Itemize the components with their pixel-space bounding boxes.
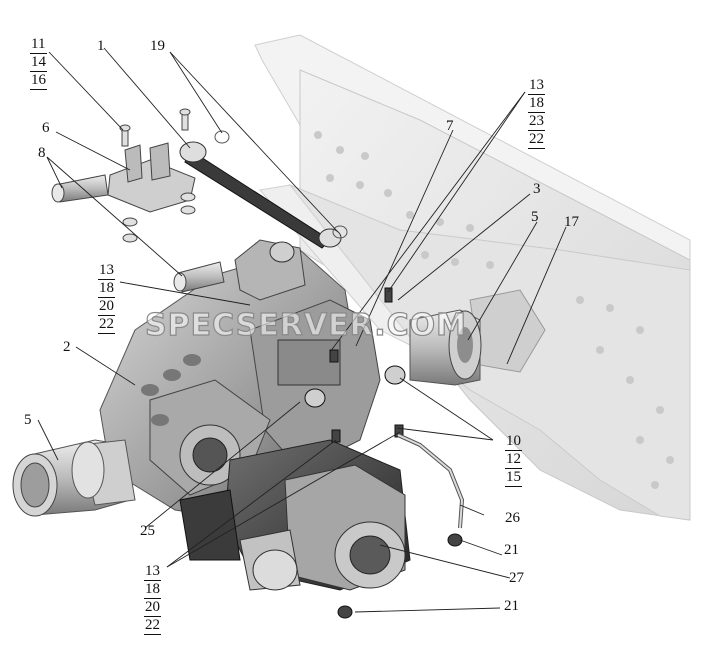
- stack-item: 22: [144, 617, 161, 635]
- stack-item: 22: [528, 131, 545, 149]
- stack-item: 18: [98, 280, 115, 298]
- hydraulic-pipe: [397, 433, 465, 529]
- stack-item: 12: [505, 451, 522, 469]
- label-6: 6: [42, 120, 50, 136]
- stack-item: 13: [144, 563, 161, 581]
- stack-item: 15: [505, 469, 522, 487]
- label-17: 17: [564, 214, 579, 230]
- label-8: 8: [38, 145, 46, 161]
- label-2: 2: [63, 339, 71, 355]
- label-stack-10-12-15: 10 12 15: [505, 433, 522, 487]
- torque-rod: [179, 130, 348, 249]
- label-21-upper: 21: [504, 542, 519, 558]
- stack-item: 11: [30, 36, 47, 54]
- stack-item: 22: [98, 316, 115, 334]
- stack-item: 18: [144, 581, 161, 599]
- stack-item: 20: [98, 298, 115, 316]
- stack-item: 13: [528, 77, 545, 95]
- leader-lines: [37, 47, 567, 613]
- frame-holes: [314, 131, 674, 489]
- label-21-lower: 21: [504, 598, 519, 614]
- stack-item: 23: [528, 113, 545, 131]
- label-stack-13-18-20-22-top: 13 18 20 22: [98, 262, 115, 334]
- label-25: 25: [140, 523, 155, 539]
- label-27: 27: [509, 570, 524, 586]
- watermark: SPECSERVER.COM: [144, 307, 467, 343]
- pump-motor: [179, 439, 411, 591]
- label-stack-11-14-16: 11 14 16: [30, 36, 47, 90]
- label-3: 3: [533, 181, 541, 197]
- label-5-right: 5: [531, 209, 539, 225]
- fittings: [304, 287, 463, 619]
- label-1: 1: [97, 38, 105, 54]
- stack-item: 14: [30, 54, 47, 72]
- stack-item: 13: [98, 262, 115, 280]
- stack-item: 16: [30, 72, 47, 90]
- output-flange-left: [12, 439, 136, 517]
- label-stack-13-18-23-22: 13 18 23 22: [528, 77, 545, 149]
- stack-item: 10: [505, 433, 522, 451]
- label-5-left: 5: [24, 412, 32, 428]
- stack-item: 20: [144, 599, 161, 617]
- label-stack-13-18-20-22-bottom: 13 18 20 22: [144, 563, 161, 635]
- label-19: 19: [150, 38, 165, 54]
- label-26: 26: [505, 510, 520, 526]
- label-7: 7: [446, 118, 454, 134]
- mount-bracket: [51, 108, 225, 293]
- stack-item: 18: [528, 95, 545, 113]
- output-flange-right: [409, 309, 482, 386]
